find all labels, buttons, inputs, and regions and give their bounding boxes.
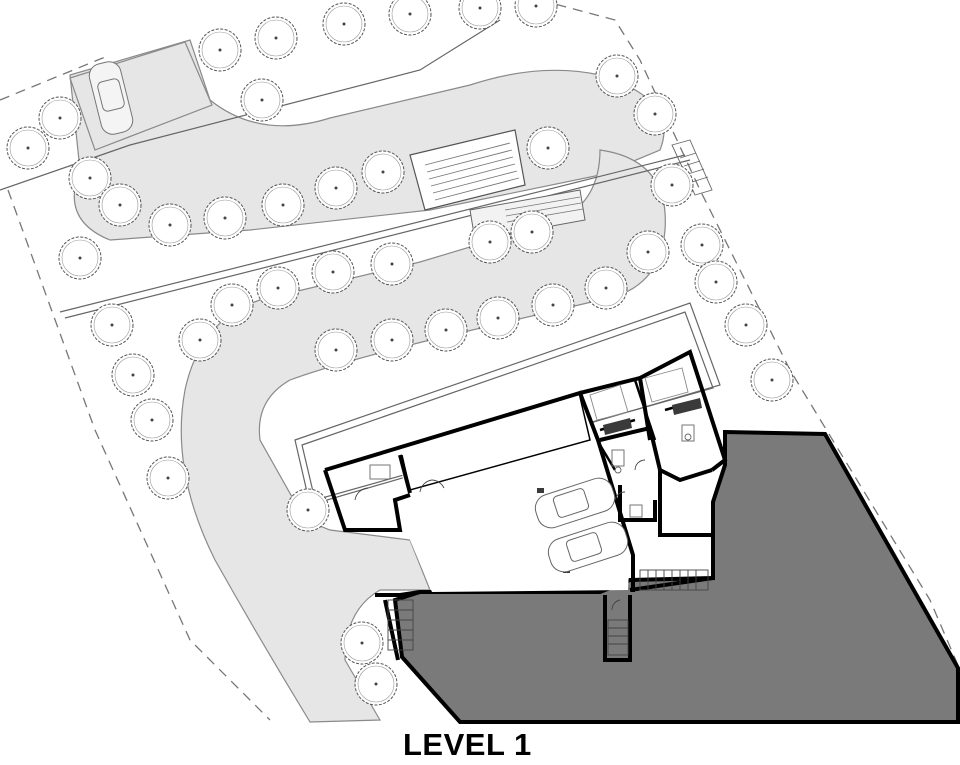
tree-symbol <box>724 303 768 347</box>
tree-symbol <box>90 303 134 347</box>
tree-symbol <box>240 78 284 122</box>
stair-symbol <box>424 142 520 201</box>
stair-symbol <box>387 569 709 656</box>
tree-symbol <box>388 0 432 36</box>
tree-symbol <box>468 220 512 264</box>
tree-symbol <box>510 210 554 254</box>
tree-symbol <box>256 266 300 310</box>
tree-symbol <box>261 183 305 227</box>
beds <box>589 367 689 421</box>
tree-symbol <box>146 456 190 500</box>
tree-symbol <box>203 196 247 240</box>
level-caption: LEVEL 1 <box>403 727 532 762</box>
door-swings <box>354 459 646 611</box>
tree-symbol <box>178 318 222 362</box>
tree-symbol <box>531 283 575 327</box>
tree-symbol <box>633 92 677 136</box>
tree-symbol <box>58 236 102 280</box>
tree-symbol <box>626 230 670 274</box>
tree-symbol <box>595 54 639 98</box>
garage-partition <box>401 396 591 491</box>
car-symbol <box>534 477 629 573</box>
tree-symbol <box>98 183 142 227</box>
building-outline <box>294 302 721 506</box>
tree-symbol <box>311 250 355 294</box>
tree-symbol <box>38 96 82 140</box>
tree-symbol <box>370 242 414 286</box>
tree-symbol <box>650 163 694 207</box>
tree-symbol <box>340 621 384 665</box>
tree-symbol <box>314 166 358 210</box>
tree-symbol <box>370 318 414 362</box>
tree-symbol <box>254 16 298 60</box>
tree-symbol <box>286 488 330 532</box>
tree-symbol <box>111 353 155 397</box>
site-boundary <box>0 0 960 721</box>
tree-symbol <box>694 260 738 304</box>
tree-symbol <box>198 28 242 72</box>
tree-symbol <box>314 328 358 372</box>
trees <box>6 0 794 706</box>
tree-symbol <box>361 150 405 194</box>
tree-symbol <box>210 283 254 327</box>
tree-symbol <box>680 223 724 267</box>
tree-symbol <box>6 126 50 170</box>
tree-symbol <box>584 266 628 310</box>
tree-symbol <box>354 662 398 706</box>
tree-symbol <box>322 2 366 46</box>
car-symbol <box>88 61 134 135</box>
building-walls <box>323 349 728 662</box>
tree-symbol <box>458 0 502 30</box>
tree-symbol <box>750 358 794 402</box>
tree-symbol <box>130 398 174 442</box>
bathroom-fixtures <box>369 424 695 518</box>
tree-symbol <box>424 308 468 352</box>
tree-symbol <box>514 0 558 28</box>
tree-symbol <box>148 203 192 247</box>
tree-symbol <box>476 296 520 340</box>
tree-symbol <box>68 156 112 200</box>
basement-mass <box>392 429 960 724</box>
tree-symbol <box>526 126 570 170</box>
